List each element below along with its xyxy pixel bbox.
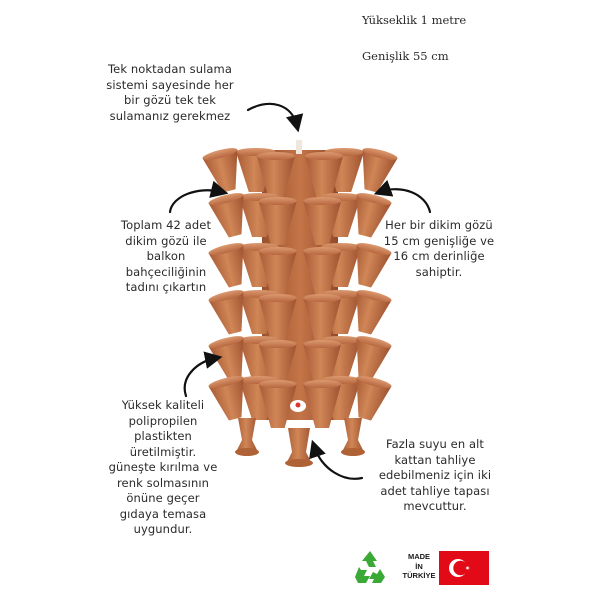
height-spec: Yükseklik 1 metre xyxy=(362,13,467,27)
planter-pocket xyxy=(202,148,238,193)
feature-material-text: Yüksek kaliteli polipropilen plastikten … xyxy=(108,398,218,536)
turkey-flag-icon xyxy=(439,551,489,585)
planter-pocket xyxy=(356,193,392,238)
planter-pocket xyxy=(303,294,342,342)
feature-pocket-size-text: Her bir dikim gözü 15 cm genişliğe ve 16… xyxy=(383,218,495,279)
planter-pocket xyxy=(303,247,342,295)
planter-pocket xyxy=(258,247,297,295)
arrow-left1-icon xyxy=(168,180,229,214)
planter-pocket xyxy=(303,197,342,245)
arrow-top-icon xyxy=(246,102,304,133)
planter-feet xyxy=(235,418,365,467)
planter-pocket xyxy=(356,336,392,381)
recycle-icon xyxy=(355,551,385,583)
planter-pocket xyxy=(208,243,244,288)
planter-pocket xyxy=(356,290,392,335)
planter-pocket xyxy=(208,376,244,421)
watering-spout-icon xyxy=(296,140,302,154)
arrow-right1-icon xyxy=(373,179,432,214)
made-line-2: İN xyxy=(415,561,423,571)
planter-pocket xyxy=(356,376,392,421)
planter-pocket xyxy=(356,243,392,288)
width-spec: Genişlik 55 cm xyxy=(362,49,449,63)
planter-pocket xyxy=(257,152,295,200)
planter-pocket xyxy=(258,197,297,245)
feature-watering-text: Tek noktadan sulama sistemi sayesinde he… xyxy=(106,62,234,123)
made-line-3: TÜRKİYE xyxy=(402,571,436,580)
planter-pocket xyxy=(208,193,244,238)
planter-pocket xyxy=(208,290,244,335)
planter-pocket xyxy=(303,380,342,428)
planter-pocket xyxy=(208,336,244,381)
feature-drain-text: Fazla suyu en alt kattan tahliye edebilm… xyxy=(378,437,492,513)
planter-pocket xyxy=(305,152,343,200)
made-in-badge: MADE İN TÜRKİYE xyxy=(397,552,441,581)
arrow-left2-icon xyxy=(183,351,223,398)
planter-pocket xyxy=(362,148,398,193)
feature-pockets-text: Toplam 42 adet dikim gözü ile balkon bah… xyxy=(120,218,212,294)
arrow-right2-icon xyxy=(309,439,364,480)
planter-pocket xyxy=(258,294,297,342)
planter-pocket xyxy=(258,380,297,428)
made-line-1: MADE xyxy=(407,552,431,561)
